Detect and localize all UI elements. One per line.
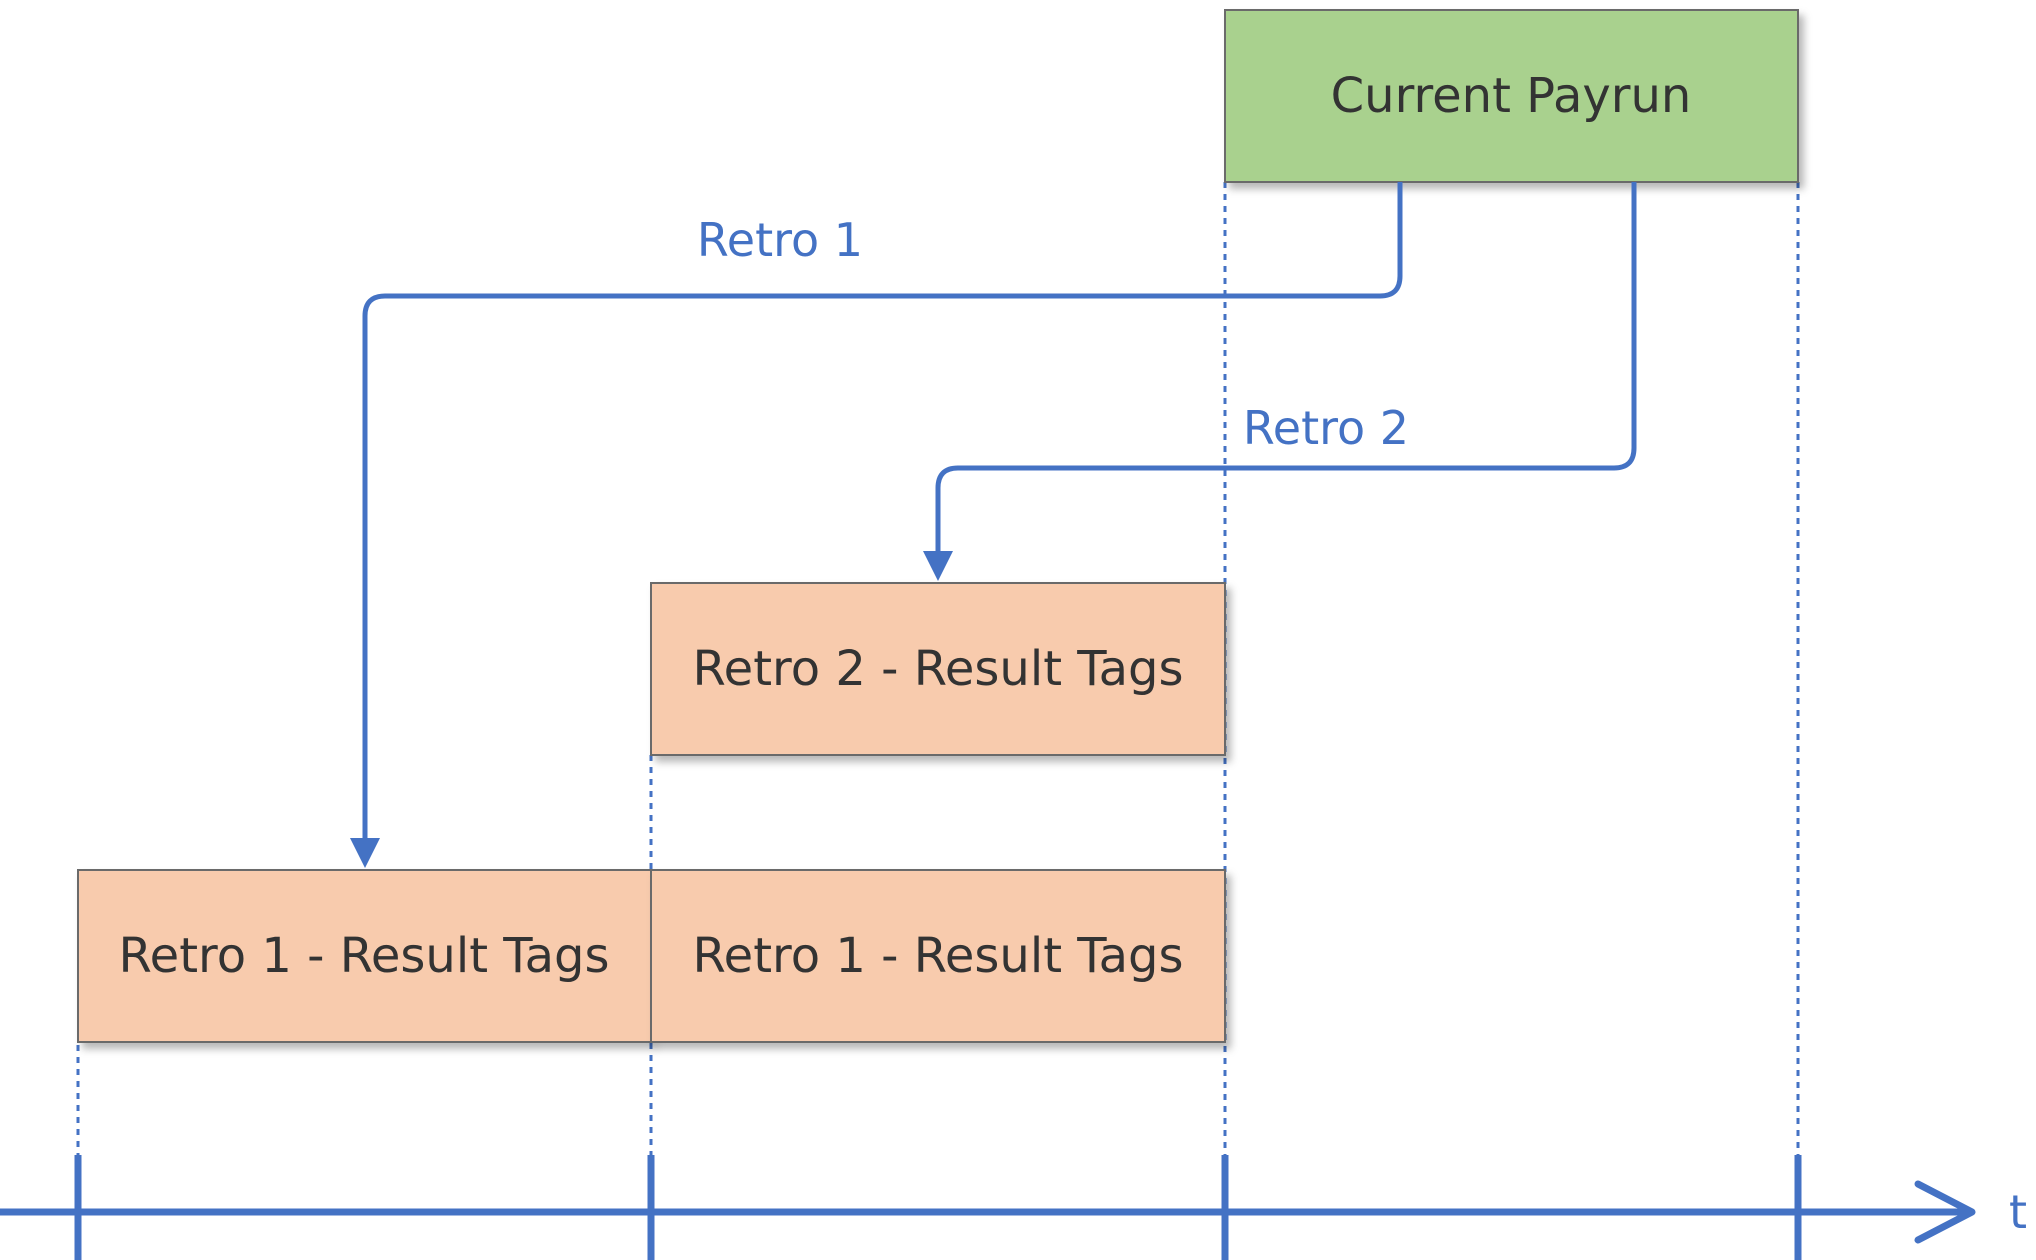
retro2-arrow bbox=[923, 182, 1637, 581]
retro1-result-box-right: Retro 1 - Result Tags bbox=[650, 869, 1226, 1043]
retro2-result-box: Retro 2 - Result Tags bbox=[650, 582, 1226, 756]
time-axis bbox=[0, 1155, 1976, 1260]
retro2-arrowhead bbox=[923, 551, 953, 581]
retro1-arrowhead bbox=[350, 838, 380, 868]
retro1-result-right-label: Retro 1 - Result Tags bbox=[692, 928, 1183, 984]
current-payrun-box: Current Payrun bbox=[1224, 9, 1799, 183]
time-axis-arrowhead bbox=[1914, 1180, 1976, 1244]
current-payrun-label: Current Payrun bbox=[1331, 68, 1692, 124]
retro1-arrow-label: Retro 1 bbox=[697, 213, 863, 267]
time-axis-label: t bbox=[2009, 1185, 2027, 1239]
retro1-arrow bbox=[350, 182, 1403, 868]
retro1-result-left-label: Retro 1 - Result Tags bbox=[118, 928, 609, 984]
retro1-result-box-left: Retro 1 - Result Tags bbox=[77, 869, 652, 1043]
retro2-arrow-label: Retro 2 bbox=[1243, 401, 1409, 455]
retro2-result-label: Retro 2 - Result Tags bbox=[692, 641, 1183, 697]
